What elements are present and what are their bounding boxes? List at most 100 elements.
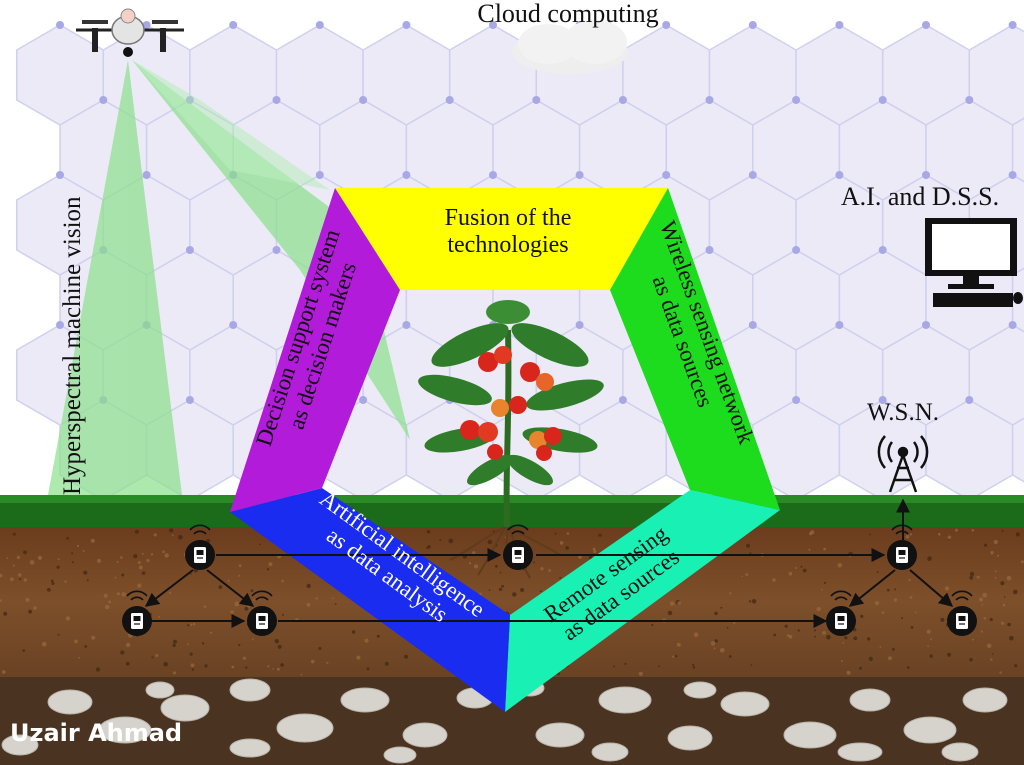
hexagon-node <box>792 396 801 404</box>
ai-dss-label: A.I. and D.S.S. <box>841 182 999 211</box>
hexagon-node <box>142 21 151 29</box>
hexagon-node <box>315 171 324 179</box>
hexagon-node <box>272 246 281 254</box>
hexagon-node <box>359 396 368 404</box>
hexagon-node <box>835 21 844 29</box>
hexagon-node <box>748 21 757 29</box>
hexagon-node <box>705 96 714 104</box>
hyperspectral-label: Hyperspectral machine vision <box>59 196 86 495</box>
rock <box>962 687 1008 713</box>
keyboard-icon <box>933 292 1023 307</box>
dss-segment <box>230 188 400 512</box>
rock <box>903 716 957 744</box>
hexagon-node <box>705 246 714 254</box>
hexagon-node <box>662 171 671 179</box>
hexagon-node <box>56 321 64 329</box>
hexagon-node <box>489 21 497 29</box>
hexagon-node <box>748 321 757 329</box>
hexagon-node <box>99 96 108 104</box>
hexagon-node <box>1008 171 1017 179</box>
hexagon-node <box>575 321 584 329</box>
hexagon-node <box>56 171 64 179</box>
computer-monitor-icon <box>925 218 1017 289</box>
ai-segment <box>230 488 510 712</box>
rock <box>98 716 152 744</box>
sensor-node-icon <box>247 590 277 636</box>
wsn-tower-icon <box>877 435 929 493</box>
hexagon-node <box>402 171 411 179</box>
hexagon-node <box>229 21 238 29</box>
sensor-node-icon <box>826 590 856 636</box>
rock <box>383 746 417 764</box>
rock <box>47 689 93 715</box>
rock <box>535 722 585 748</box>
tomatoes <box>460 346 562 461</box>
hexagon-node <box>878 246 887 254</box>
hexagon-node <box>229 321 238 329</box>
hexagon-node <box>402 21 411 29</box>
rock <box>229 678 271 702</box>
rocks <box>1 678 1008 764</box>
hexagon-node <box>878 96 887 104</box>
hexagon-cell <box>1011 117 1024 183</box>
rock <box>1 734 39 756</box>
hexagon-cell <box>1011 417 1024 483</box>
hexagon-node <box>965 96 974 104</box>
hexagon-node <box>748 171 757 179</box>
rock <box>849 688 891 712</box>
hexagon-node <box>185 396 194 404</box>
hexagon-node <box>402 321 411 329</box>
sensor-node-icon <box>122 590 152 636</box>
wsn-segment <box>610 188 780 510</box>
hexagon-node <box>532 96 541 104</box>
sensor-nodes <box>122 524 977 636</box>
hexagon-node <box>922 321 930 329</box>
hexagon-node <box>489 171 497 179</box>
hexagon-node <box>922 21 930 29</box>
rock <box>145 681 175 699</box>
hexagon-node <box>1008 21 1017 29</box>
hexagon-node <box>272 96 281 104</box>
rock <box>276 713 334 743</box>
rock <box>667 725 713 751</box>
rock <box>160 694 210 722</box>
wsn-label: W.S.N. <box>867 399 939 426</box>
hexagon-node <box>315 21 324 29</box>
hexagon-node <box>575 171 584 179</box>
hexagon-node <box>445 96 454 104</box>
rock <box>783 721 837 749</box>
cloud-computing-label: Cloud computing <box>477 0 658 28</box>
hexagon-node <box>185 246 194 254</box>
hexagon-node <box>835 321 844 329</box>
rock <box>941 742 979 762</box>
sensor-node-icon <box>503 524 533 570</box>
hexagon-node <box>662 21 671 29</box>
rock <box>598 686 652 714</box>
hexagon-node <box>792 96 801 104</box>
sensor-node-icon <box>887 524 917 570</box>
tomato-plant <box>418 300 604 579</box>
rock <box>720 691 770 717</box>
sensor-node-icon <box>185 524 215 570</box>
hexagon-node <box>792 246 801 254</box>
cloud-icon <box>512 20 628 74</box>
rock <box>229 738 271 758</box>
rock <box>837 742 883 762</box>
rock <box>683 681 717 699</box>
sensor-node-icon <box>947 590 977 636</box>
hexagon-node <box>878 396 887 404</box>
rock <box>340 687 390 713</box>
hexagon-node <box>1008 321 1017 329</box>
technology-pentagon <box>230 188 780 712</box>
hexagon-node <box>142 171 151 179</box>
hexagon-node <box>965 396 974 404</box>
remote-sensing-segment <box>505 490 780 712</box>
hexagon-node <box>359 96 368 104</box>
fusion-segment <box>335 188 668 290</box>
drone-icon <box>76 8 184 57</box>
hexagon-node <box>835 171 844 179</box>
hexagon-node <box>56 21 64 29</box>
hexagon-node <box>922 171 930 179</box>
